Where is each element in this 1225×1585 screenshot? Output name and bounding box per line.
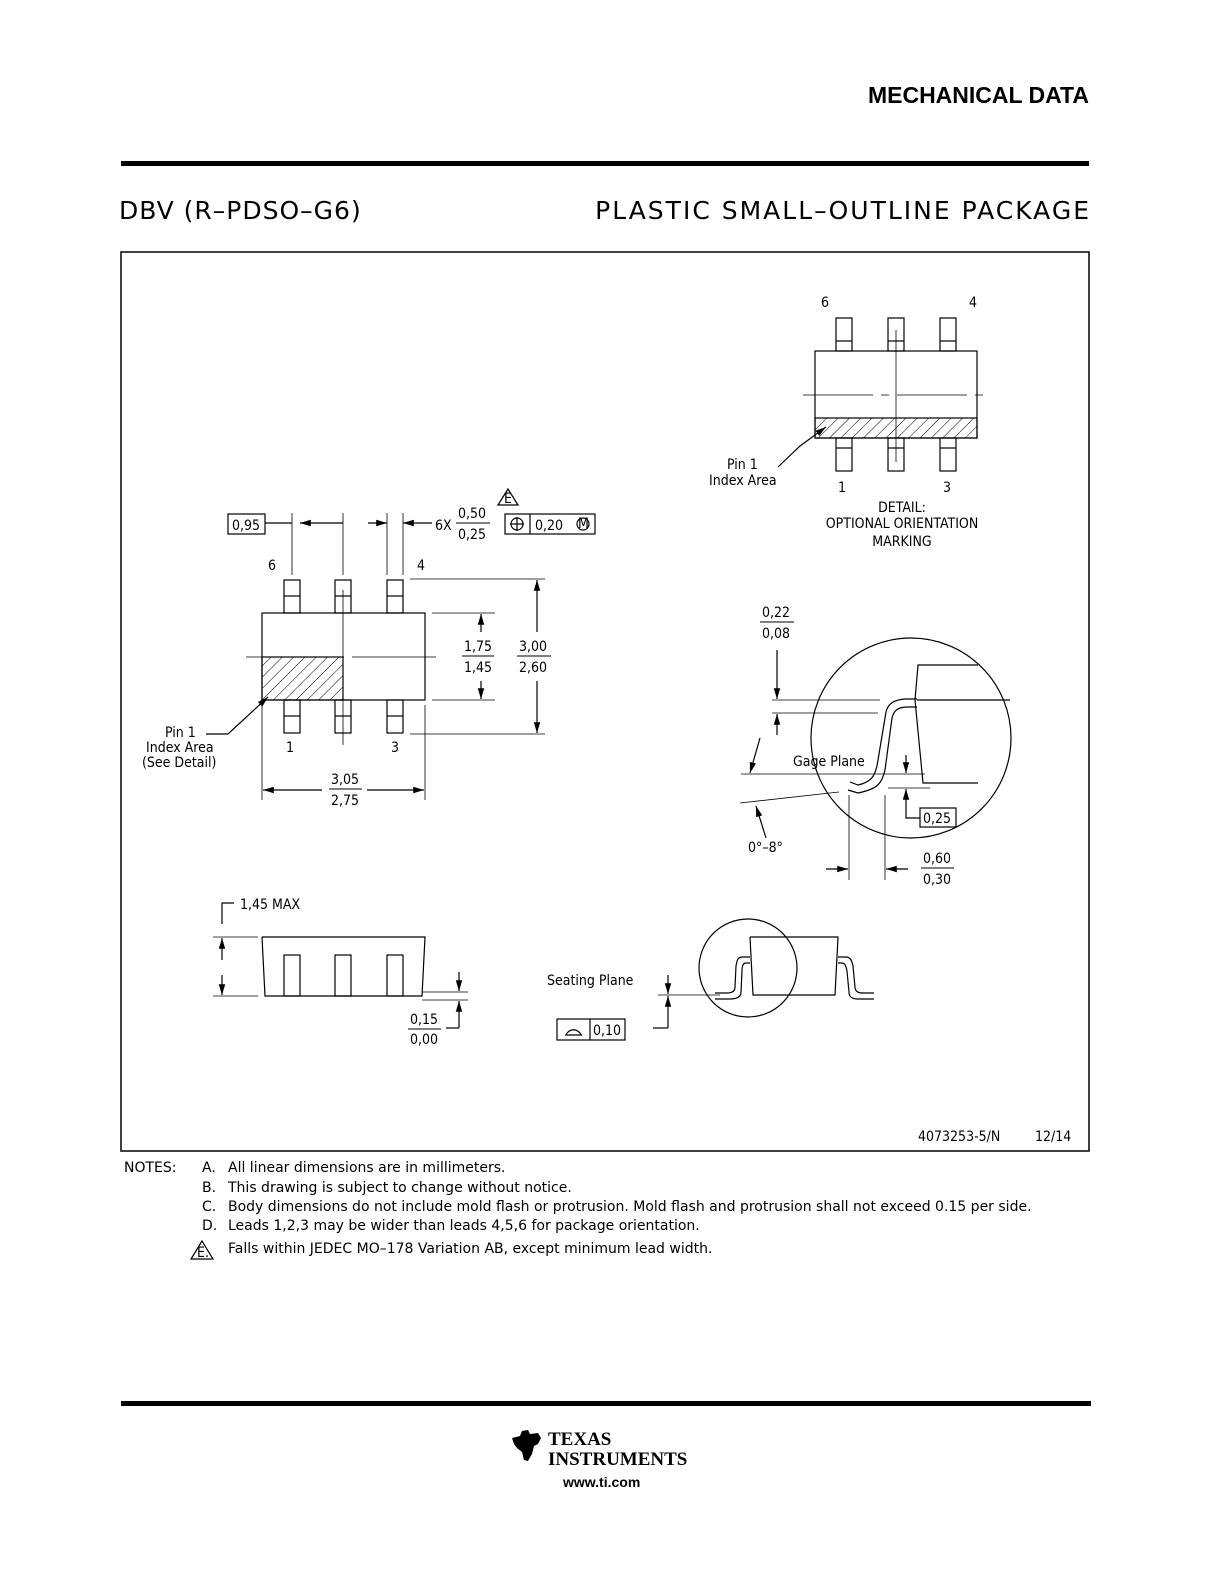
note-a: A.All linear dimensions are in millimete… <box>202 1160 506 1176</box>
section-title: MECHANICAL DATA <box>867 82 1089 108</box>
side-view <box>213 902 468 1029</box>
detail-index-area-text: Index Area <box>709 473 777 489</box>
standoff-max: 0,15 <box>410 1012 438 1028</box>
length-max: 3,05 <box>331 772 359 788</box>
seating-plane-label: Seating Plane <box>547 973 634 989</box>
mmc-symbol: M <box>578 516 589 532</box>
ti-name-line2: INSTRUMENTS <box>548 1449 688 1470</box>
package-name: PLASTIC SMALL–OUTLINE PACKAGE <box>595 196 1091 225</box>
lead-thickness-min: 0,08 <box>762 626 790 642</box>
top-rule <box>121 161 1089 166</box>
note-b: B.This drawing is subject to change with… <box>202 1180 572 1196</box>
lead-count: 6X <box>435 518 452 534</box>
note-e: Falls within JEDEC MO–178 Variation AB, … <box>228 1241 713 1257</box>
package-code: DBV (R–PDSO–G6) <box>119 196 362 225</box>
lead-width-min: 0,25 <box>458 527 486 543</box>
overall-width-max: 3,00 <box>519 639 547 655</box>
foot-length-max: 0,60 <box>923 851 951 867</box>
pitch-basic-box <box>227 513 266 535</box>
detail-pin1-label: 1 <box>838 480 846 496</box>
ti-logo-icon: ti <box>512 1430 541 1461</box>
detail-caption-1: DETAIL: <box>878 500 926 516</box>
top-pin6-label: 6 <box>268 558 276 574</box>
gage-dimension: 0,25 <box>923 811 951 827</box>
drawing-frame <box>120 251 1090 1152</box>
pitch-value: 0,95 <box>232 518 260 534</box>
ti-company-name: TEXAS INSTRUMENTS <box>548 1430 687 1470</box>
lead-angle: 0°–8° <box>748 840 783 856</box>
drawing-number: 4073253-5/N <box>918 1129 1000 1145</box>
top-view <box>206 487 596 800</box>
detail-pin3-label: 3 <box>943 480 951 496</box>
lead-thickness-max: 0,22 <box>762 605 790 621</box>
top-pin1-label: 1 <box>286 740 294 756</box>
body-width-max: 1,75 <box>464 639 492 655</box>
gage-plane-label: Gage Plane <box>793 754 865 770</box>
foot-length-min: 0,30 <box>923 872 951 888</box>
lead-width-max: 0,50 <box>458 506 486 522</box>
flatness-value: 0,10 <box>593 1023 621 1039</box>
drawing-date: 12/14 <box>1035 1129 1071 1145</box>
notes-label: NOTES: <box>124 1160 177 1176</box>
note-e-flag: E <box>504 491 512 507</box>
detail-pin6-label: 6 <box>821 295 829 311</box>
detail-pin4-label: 4 <box>969 295 977 311</box>
overall-width-min: 2,60 <box>519 660 547 676</box>
top-pin4-label: 4 <box>417 558 425 574</box>
detail-pin1-text: Pin 1 <box>727 457 758 473</box>
note-d: D.Leads 1,2,3 may be wider than leads 4,… <box>202 1218 700 1234</box>
detail-caption-2: OPTIONAL ORIENTATION <box>826 516 978 532</box>
top-index-area-text: Index Area <box>146 740 214 756</box>
position-tolerance: 0,20 <box>535 518 563 534</box>
top-pin3-label: 3 <box>391 740 399 756</box>
ti-name-line1: TEXAS <box>548 1429 612 1450</box>
note-e-triangle <box>189 1239 215 1260</box>
max-height-label: 1,45 MAX <box>240 897 301 913</box>
lead-detail-view <box>739 637 1012 880</box>
detail-caption-3: MARKING <box>872 534 931 550</box>
standoff-min: 0,00 <box>410 1032 438 1048</box>
length-min: 2,75 <box>331 793 359 809</box>
top-see-detail-text: (See Detail) <box>142 755 216 771</box>
top-pin1-text: Pin 1 <box>165 725 196 741</box>
body-width-min: 1,45 <box>464 660 492 676</box>
bottom-rule <box>121 1401 1091 1406</box>
svg-text:ti: ti <box>522 1436 532 1452</box>
note-c: C.Body dimensions do not include mold fl… <box>202 1199 1032 1215</box>
seating-plane-view <box>556 918 874 1041</box>
note-e-flag-small: E. <box>197 1245 209 1261</box>
ti-url[interactable]: www.ti.com <box>563 1474 641 1490</box>
detail-orientation-view <box>777 317 988 472</box>
